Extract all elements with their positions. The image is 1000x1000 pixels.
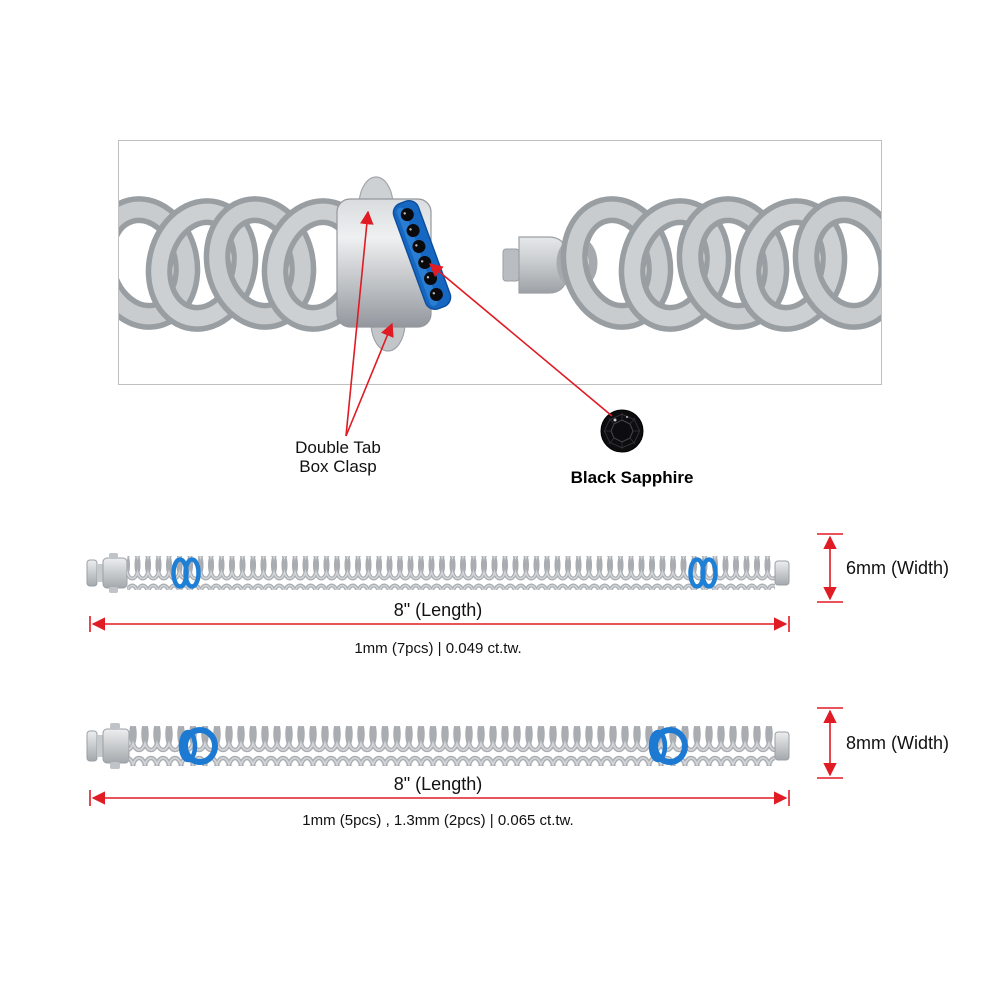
clasp-callout-label: Double Tab Box Clasp: [238, 438, 438, 476]
bracelet-1-width-label: 6mm (Width): [846, 558, 949, 578]
bracelet-1-spec-label: 1mm (7pcs) | 0.049 ct.tw.: [354, 640, 522, 657]
black-sapphire-icon: [600, 409, 644, 453]
bracelet-2-length-label: 8" (Length): [393, 774, 483, 794]
clasp-closeup-panel: [118, 140, 882, 385]
chain-closeup-image: [119, 176, 881, 352]
bracelet-1-length-label: 8" (Length): [393, 600, 483, 620]
clasp-callout-line1: Double Tab: [295, 438, 381, 457]
bracelet-2-width-label: 8mm (Width): [846, 733, 949, 753]
clasp-callout-line2: Box Clasp: [299, 457, 377, 476]
black-sapphire-label: Black Sapphire: [570, 468, 694, 487]
bracelet-8mm-image: [86, 723, 790, 769]
bracelet-6mm-image: [86, 553, 790, 593]
bracelet-2-spec-label: 1mm (5pcs) , 1.3mm (2pcs) | 0.065 ct.tw.: [302, 812, 574, 829]
